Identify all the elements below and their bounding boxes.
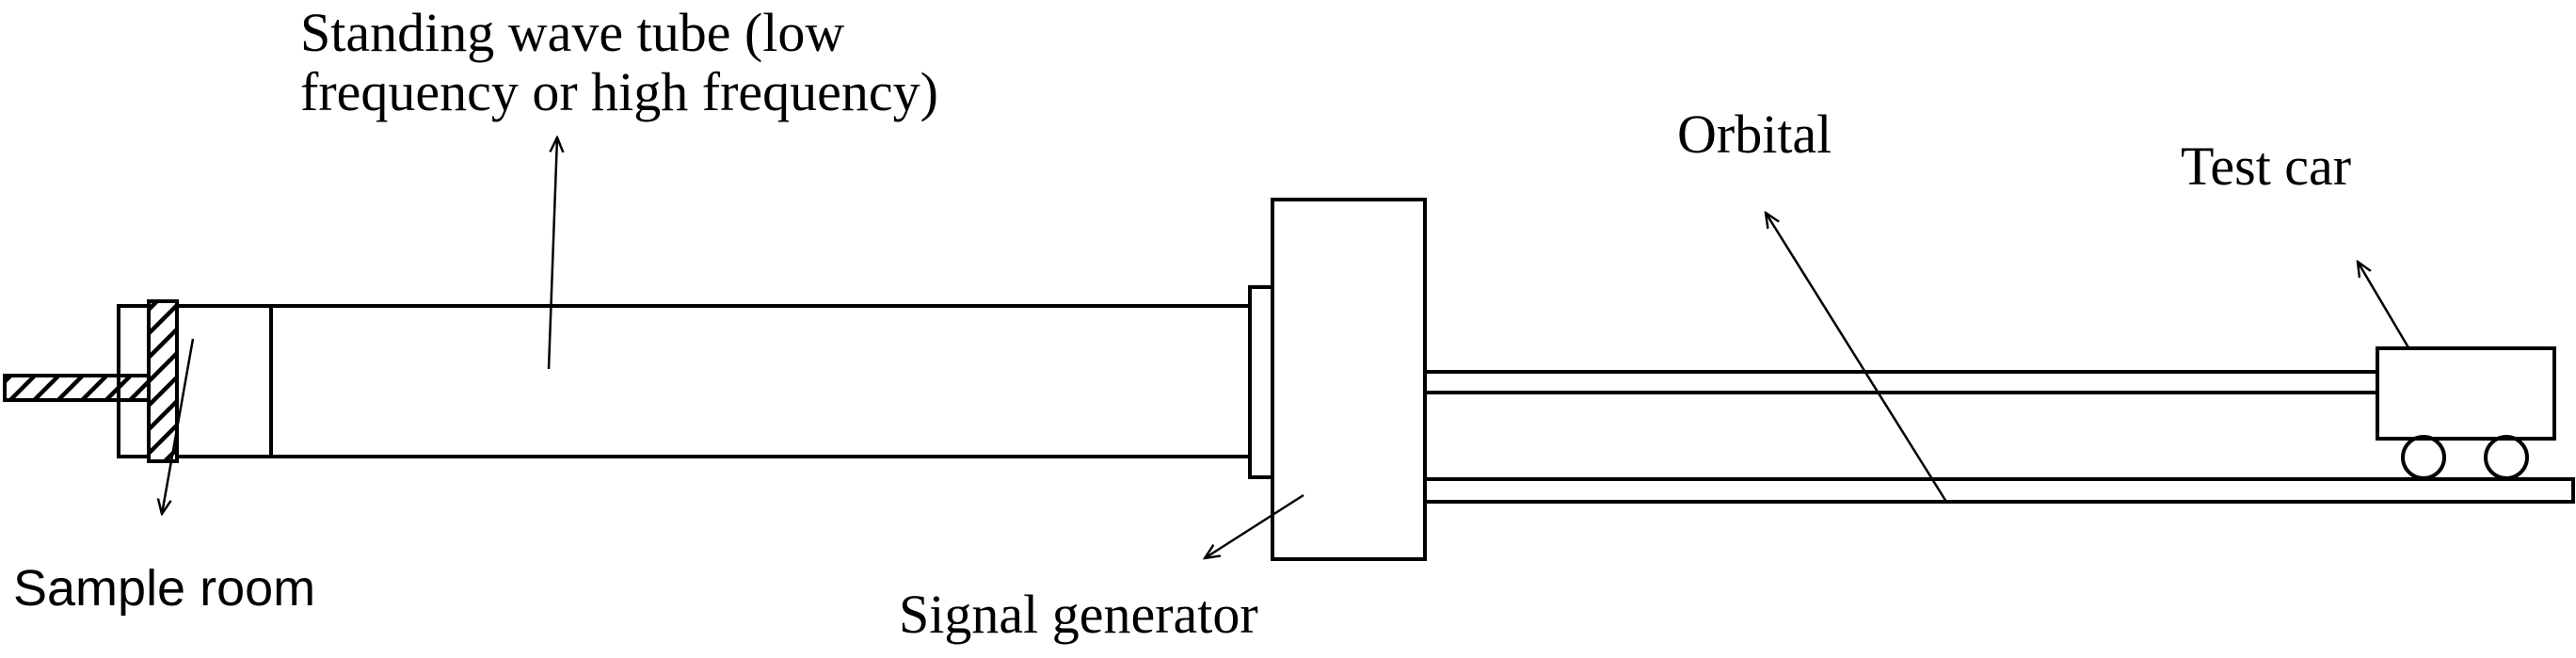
signal-generator-box xyxy=(1271,198,1427,561)
label-test-car: Test car xyxy=(2181,136,2352,197)
label-signal-generator: Signal generator xyxy=(899,584,1258,645)
arrow-signal-generator xyxy=(1205,493,1304,558)
label-orbital: Orbital xyxy=(1677,104,1832,165)
test-car-wheel-right xyxy=(2484,435,2529,480)
orbital-rail-lower xyxy=(1423,477,2575,504)
label-standing-wave-tube: Standing wave tube (low frequency or hig… xyxy=(300,2,938,122)
arrow-orbital xyxy=(1766,213,1948,503)
label-sample-room: Sample room xyxy=(13,560,316,617)
label-standing-wave-tube-line2: frequency or high frequency) xyxy=(300,60,938,122)
label-standing-wave-tube-line1: Standing wave tube (low xyxy=(300,2,845,63)
sample-room-chamber xyxy=(175,304,273,458)
arrow-test-car xyxy=(2358,262,2411,350)
tube-flange xyxy=(1248,285,1274,479)
sample-rod xyxy=(3,374,155,402)
test-car-body xyxy=(2376,346,2556,441)
arrow-sample-room xyxy=(162,338,195,514)
arrow-standing-wave-tube xyxy=(547,137,557,370)
sample-plate xyxy=(147,299,179,463)
test-car-wheel-left xyxy=(2401,435,2446,480)
standing-wave-tube xyxy=(269,304,1252,458)
orbital-rail-upper xyxy=(1423,370,2379,394)
